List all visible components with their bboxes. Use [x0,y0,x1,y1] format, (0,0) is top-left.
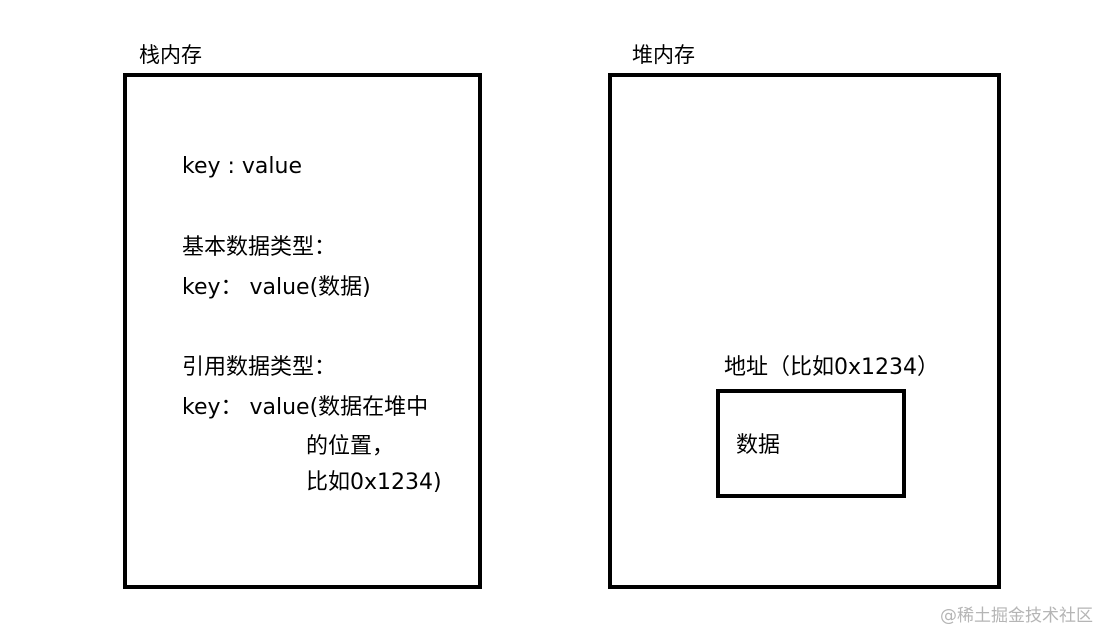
stack-line-primitive-example: key： value(数据) [182,275,371,300]
stack-memory-title: 栈内存 [139,43,202,67]
heap-memory-title: 堆内存 [632,43,695,67]
stack-line-reference-address: 比如0x1234) [306,470,442,495]
stack-memory-box [123,73,482,589]
heap-address-label: 地址（比如0x1234） [724,355,940,380]
stack-line-reference-location: 的位置， [306,434,395,459]
stack-line-reference-example: key： value(数据在堆中 [182,395,429,420]
stack-line-key-value: key : value [182,154,303,179]
heap-memory-box [608,73,1001,589]
stack-line-primitive-heading: 基本数据类型： [182,235,337,260]
heap-data-label: 数据 [736,433,781,458]
stack-line-reference-heading: 引用数据类型： [182,355,337,380]
heap-data-box [716,389,906,498]
watermark: @稀土掘金技术社区 [940,606,1093,626]
